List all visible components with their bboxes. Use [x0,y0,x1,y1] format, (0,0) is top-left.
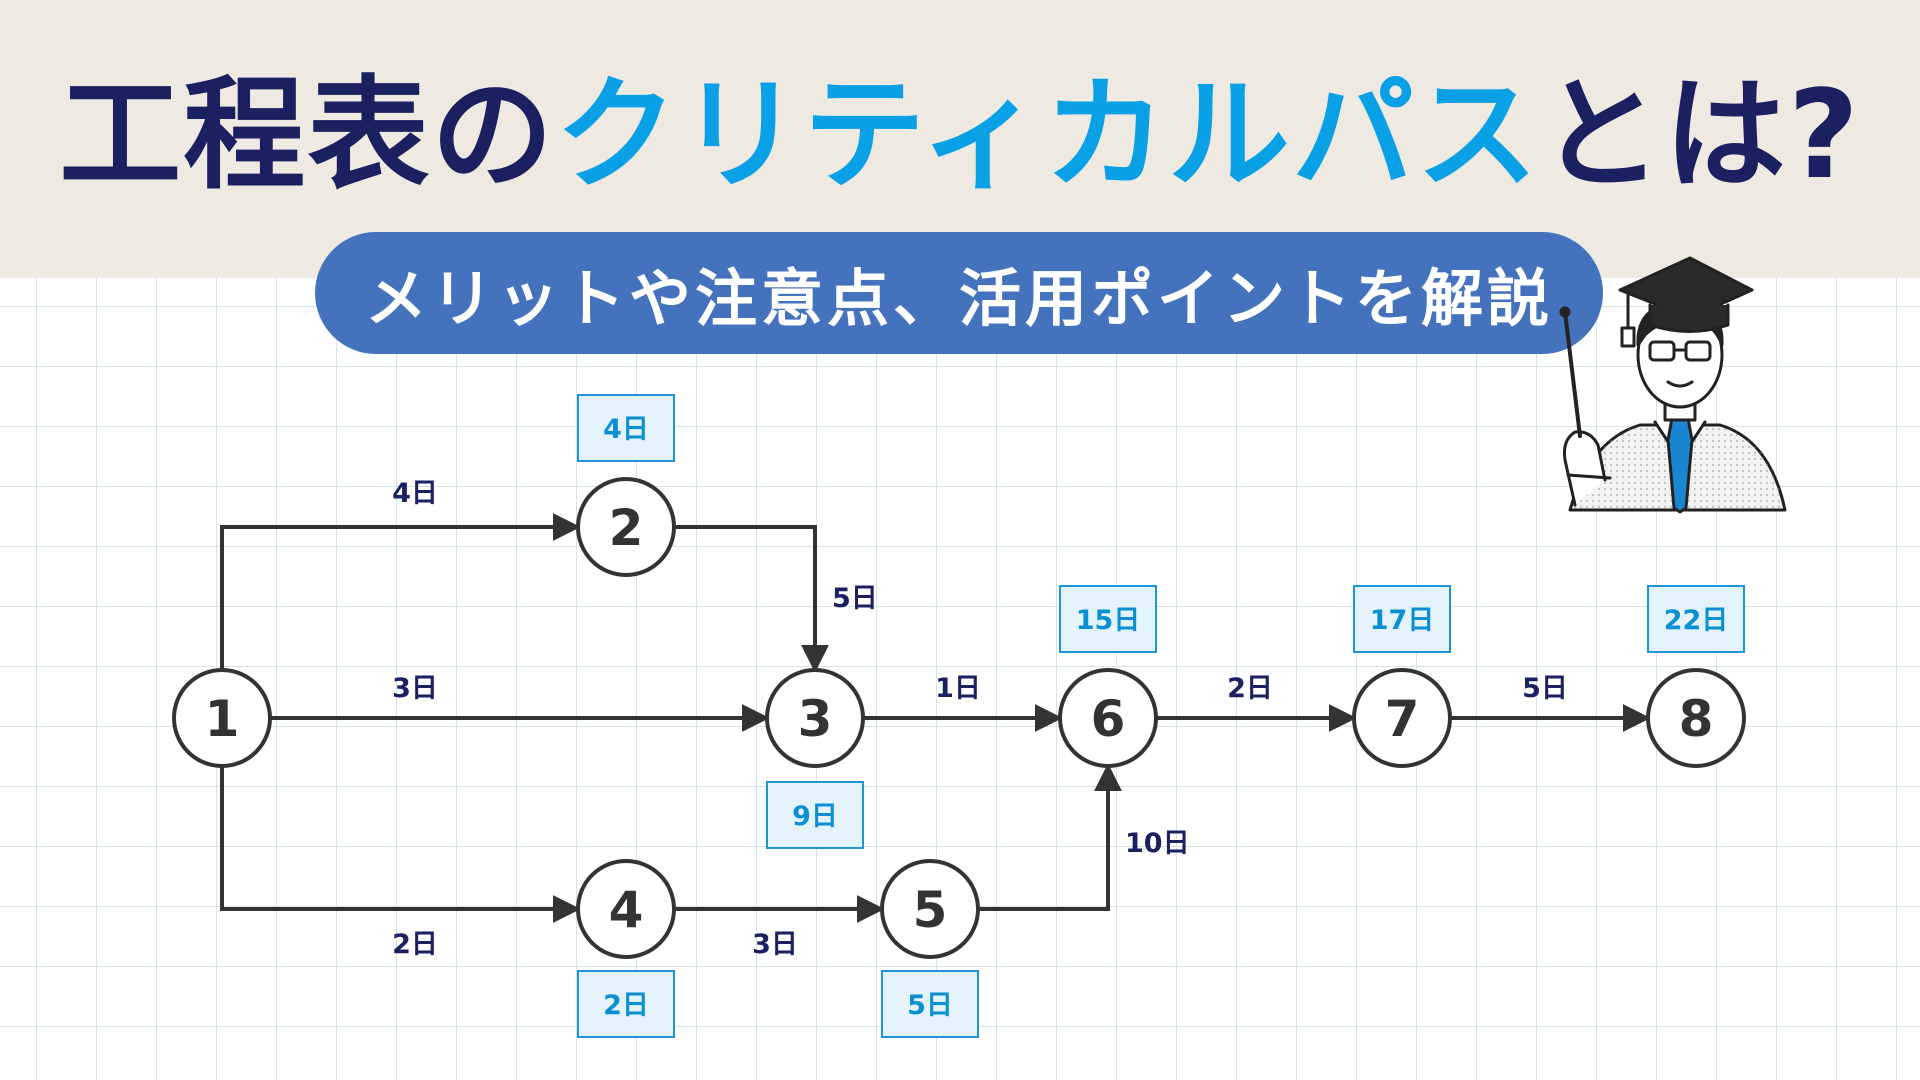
earliest-time-label-2: 4日 [603,414,649,445]
earliest-time-box-7 [1353,585,1451,653]
earliest-time-box-5 [881,970,979,1038]
earliest-time-label-7: 17日 [1370,605,1435,636]
earliest-time-box-2 [577,394,675,462]
edge-label-1-4: 2日 [392,929,438,960]
earliest-time-box-3 [766,781,864,849]
subtitle-text: メリットや注意点、活用ポイントを解説 [364,262,1553,335]
node-1 [172,668,272,768]
node-label-3: 3 [798,690,833,748]
node-label-4: 4 [609,881,644,939]
edges-layer: 4日 5日 3日 2日 3日 10日 1日 2日 5日 [220,478,1651,960]
edge-label-2-3: 5日 [832,583,878,614]
edge-5-6 [978,763,1122,911]
nodes-layer: 1 2 3 4 5 6 7 8 [172,477,1746,959]
title-part-accent: クリティカルパス [555,64,1540,206]
edge-1-4 [220,766,581,923]
node-3 [765,668,865,768]
node-label-1: 1 [205,690,240,748]
earliest-time-label-4: 2日 [603,990,649,1021]
title-part-3: とは? [1539,64,1861,206]
node-label-2: 2 [609,499,644,557]
node-label-7: 7 [1385,690,1420,748]
edge-label-4-5: 3日 [752,929,798,960]
edge-label-1-2: 4日 [392,478,438,509]
edge-label-6-7: 2日 [1227,673,1273,704]
node-label-8: 8 [1679,690,1714,748]
earliest-time-box-8 [1647,585,1745,653]
node-2 [576,477,676,577]
node-label-5: 5 [913,881,948,939]
node-4 [576,859,676,959]
edge-label-5-6: 10日 [1125,828,1190,859]
subtitle-pill: メリットや注意点、活用ポイントを解説 [315,232,1603,354]
page-title: 工程表のクリティカルパスとは? [0,68,1920,202]
header-band [0,0,1920,278]
node-8 [1646,668,1746,768]
earliest-time-label-5: 5日 [907,990,953,1021]
node-label-6: 6 [1091,690,1126,748]
earliest-time-box-6 [1059,585,1157,653]
earliest-time-label-6: 15日 [1076,605,1141,636]
edge-label-1-3: 3日 [392,673,438,704]
earliest-time-label-8: 22日 [1664,605,1729,636]
edge-1-2 [220,513,581,670]
earliest-time-label-3: 9日 [792,801,838,832]
node-7 [1352,668,1452,768]
title-part-1: 工程表の [59,64,556,206]
node-6 [1058,668,1158,768]
edge-label-7-8: 5日 [1522,673,1568,704]
edge-label-3-6: 1日 [935,673,981,704]
edge-2-3 [674,525,829,673]
professor-with-pointer-icon [1559,256,1787,514]
earliest-time-box-4 [577,970,675,1038]
node-5 [880,859,980,959]
